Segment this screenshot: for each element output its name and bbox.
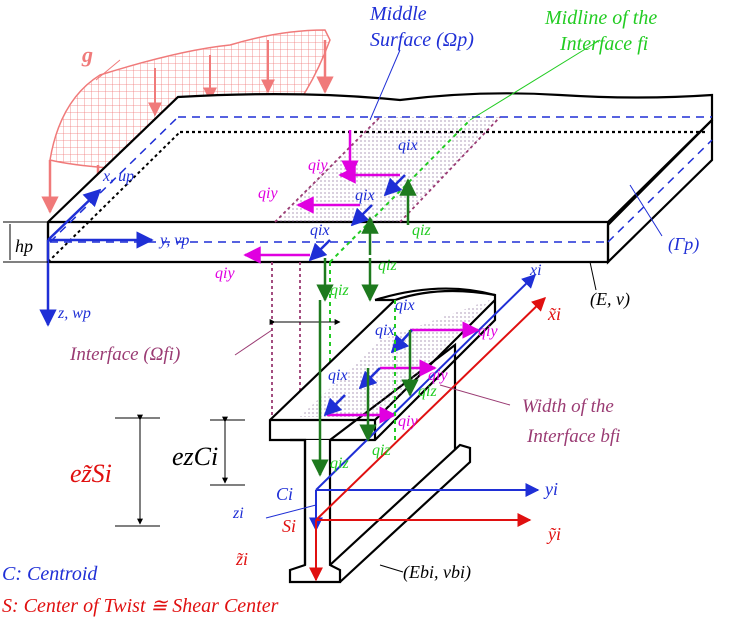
- ecz-label: ezCi: [172, 442, 218, 471]
- yi-label: yi: [543, 479, 558, 499]
- plate-material-label: (E, ν): [590, 289, 630, 310]
- legend-shear-center: S: Center of Twist ≅ Shear Center: [2, 595, 279, 617]
- qx-label: qix: [310, 222, 330, 239]
- eccentricity-brackets: [115, 319, 341, 527]
- qz-label: qiz: [412, 222, 431, 239]
- middle-surface-label-1: Middle: [369, 3, 427, 25]
- boundary-label: (Γp): [668, 234, 699, 255]
- middle-surface-label-2: Surface (Ωp): [370, 29, 474, 51]
- interface-label: Interface (Ωfi): [69, 344, 180, 365]
- zi-tilde-label: z̃i: [235, 549, 248, 569]
- qy-label: qiy: [308, 157, 328, 174]
- qy-label: qiy: [428, 367, 448, 384]
- qz-label: qiz: [330, 455, 349, 472]
- midline-label-2: Interface fi: [559, 33, 648, 55]
- legend-centroid: C: Centroid: [2, 563, 98, 585]
- xi-tilde-label: x̃i: [547, 304, 561, 324]
- qx-label: qix: [395, 297, 415, 314]
- qz-label: qiz: [330, 282, 349, 299]
- yi-tilde-label: ỹi: [546, 524, 561, 544]
- beam-material-label: (Ebi, νbi): [403, 562, 471, 583]
- qy-label: qiy: [478, 323, 498, 340]
- width-label-1: Width of the: [522, 396, 614, 417]
- qy-label: qiy: [398, 413, 418, 430]
- thickness-label: hp: [15, 236, 33, 256]
- centroid-point-label: Ci: [276, 484, 293, 504]
- plate-axes: [39, 188, 154, 327]
- qx-label: qix: [375, 322, 395, 339]
- qz-label: qiz: [378, 257, 397, 274]
- qy-label: qiy: [215, 265, 235, 282]
- y-axis-label: y, vp: [158, 232, 189, 249]
- leader-lines: [234, 49, 663, 573]
- z-axis-label: z, wp: [57, 305, 91, 322]
- midline-label-1: Midline of the: [544, 7, 657, 29]
- width-label-2: Interface bfi: [526, 426, 620, 447]
- zi-label: zi: [232, 505, 244, 522]
- shear-point-label: Si: [282, 516, 296, 536]
- beam-axes: [309, 274, 547, 582]
- qz-label: qiz: [372, 442, 391, 459]
- xi-label: xi: [529, 262, 542, 279]
- thickness-bracket: [3, 221, 48, 263]
- esz-label: ez̃Si: [70, 459, 112, 488]
- force-arrows: [243, 130, 480, 477]
- force-labels: qiy qiy qiy qiy qiy qiy qix qix qix qix …: [215, 137, 498, 472]
- x-axis-label: x, up: [102, 168, 134, 185]
- interface-strip: [271, 116, 501, 420]
- qx-label: qix: [355, 187, 375, 204]
- qz-label: qiz: [418, 383, 437, 400]
- qy-label: qiy: [258, 185, 278, 202]
- qx-label: qix: [328, 367, 348, 384]
- qx-label: qix: [398, 137, 418, 154]
- load-g-label: g: [81, 42, 93, 67]
